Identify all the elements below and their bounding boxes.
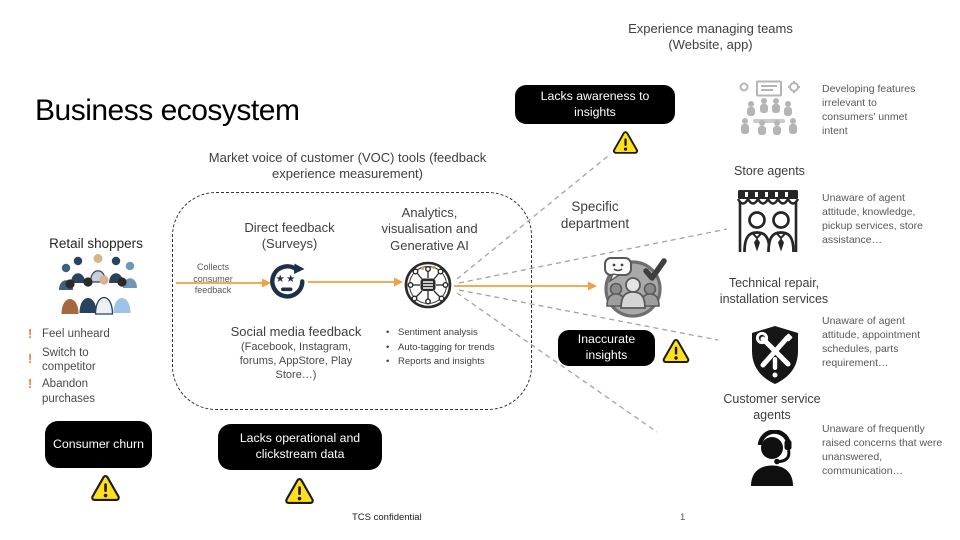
specific-department-heading: Specific department <box>560 199 630 231</box>
crowd-icon <box>59 254 137 315</box>
flow-arrowheads <box>262 277 597 291</box>
experience-teams-heading: Experience managing teams (Website, app) <box>628 21 793 53</box>
bullet-item: •Reports and insights <box>386 356 485 368</box>
dashed-fan-lines <box>456 155 728 433</box>
pain-item: !Feel unheard <box>28 327 110 341</box>
pain-item: !Abandon purchases <box>28 377 96 405</box>
meeting-team-icon <box>739 80 800 135</box>
collects-feedback-label: Collects consumer feedback <box>193 262 233 296</box>
customer-service-heading: Customer service agents <box>723 392 821 422</box>
voc-heading: Market voice of customer (VOC) tools (fe… <box>208 150 487 182</box>
analytics-bullets: •Sentiment analysis •Auto-tagging for tr… <box>386 326 516 370</box>
callout-inaccurate-insights: Inaccurate insights <box>558 330 655 366</box>
warning-icon <box>284 477 315 505</box>
department-review-icon <box>604 257 667 318</box>
footer-confidential: TCS confidential <box>352 512 422 523</box>
technical-repair-heading: Technical repair, installation services <box>719 276 829 306</box>
callout-lacks-awareness: Lacks awareness to insights <box>515 85 675 124</box>
pain-item: !Switch to competitor <box>28 346 96 373</box>
experience-teams-description: Developing features irrelevant to consum… <box>822 83 916 137</box>
shopper-pain-list: !Feel unheard !Switch to competitor !Aba… <box>28 327 140 409</box>
storefront-agents-icon <box>736 190 800 253</box>
bullet-item: •Auto-tagging for trends <box>386 341 495 353</box>
customer-service-description: Unaware of frequently raised concerns th… <box>822 423 943 477</box>
technical-repair-description: Unaware of agent attitude, appointment s… <box>822 315 921 369</box>
flow-arrows <box>176 281 588 287</box>
social-media-title: Social media feedback <box>230 324 362 339</box>
footer-page-number: 1 <box>680 512 686 523</box>
warning-icon <box>661 338 691 364</box>
store-agents-description: Unaware of agent attitude, knowledge, pi… <box>822 192 923 246</box>
callout-consumer-churn: Consumer churn <box>45 421 152 468</box>
headset-agent-icon <box>751 430 793 486</box>
direct-feedback-label: Direct feedback (Surveys) <box>244 220 335 252</box>
warning-icon <box>90 474 121 502</box>
retail-shoppers-heading: Retail shoppers <box>49 236 143 251</box>
svg-text:★: ★ <box>276 273 286 285</box>
warning-icon <box>612 130 639 155</box>
analytics-label: Analytics, visualisation and Generative … <box>381 205 478 253</box>
callout-lacks-operational: Lacks operational and clickstream data <box>218 424 382 470</box>
social-media-subtitle: (Facebook, Instagram, forums, AppStore, … <box>239 341 353 381</box>
bullet-item: •Sentiment analysis <box>386 327 478 338</box>
voc-tools-box <box>172 192 532 410</box>
ai-analytics-icon <box>404 261 452 309</box>
svg-text:★: ★ <box>286 273 296 285</box>
store-agents-heading: Store agents <box>734 164 805 178</box>
page-title: Business ecosystem <box>35 94 300 127</box>
repair-shield-icon <box>752 326 798 384</box>
survey-smiley-icon: ★ ★ <box>270 263 305 299</box>
